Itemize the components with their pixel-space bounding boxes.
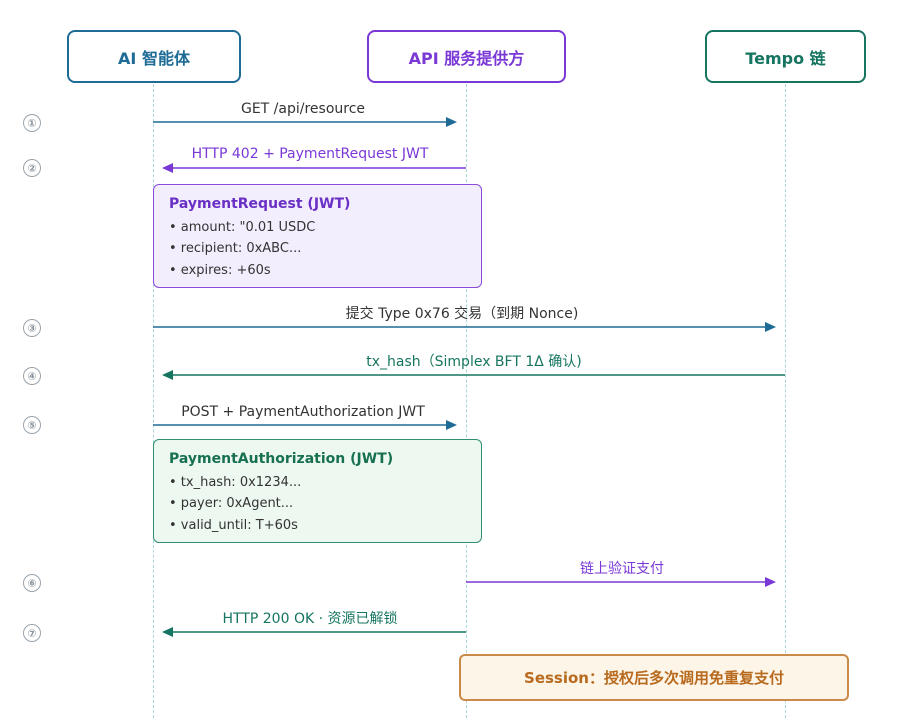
- actor-api-provider-label: API 服务提供方: [408, 48, 525, 68]
- step-number-1: ①: [23, 114, 41, 132]
- step-number-5: ⑤: [23, 416, 41, 434]
- payment-request-title: PaymentRequest (JWT): [169, 196, 351, 212]
- payment-authorization-item-tx-hash: • tx_hash: 0x1234...: [169, 474, 302, 490]
- payment-request-item-recipient: • recipient: 0xABC...: [169, 241, 302, 256]
- step-number-7: ⑦: [23, 624, 41, 642]
- actor-tempo-chain: Tempo 链: [705, 30, 866, 83]
- session-note: Session：授权后多次调用免重复支付: [459, 654, 849, 701]
- lifeline-ai-agent: [153, 84, 154, 718]
- message-label-post-authorization: POST + PaymentAuthorization JWT: [181, 404, 425, 420]
- step-number-3: ③: [23, 319, 41, 337]
- payment-request-item-expires: • expires: +60s: [169, 262, 271, 278]
- payment-request-item-amount: • amount: "0.01 USDC: [169, 219, 316, 235]
- message-label-tx-hash: tx_hash（Simplex BFT 1Δ 确认): [366, 354, 582, 370]
- message-arrow-1: [153, 117, 457, 127]
- message-arrow-4: [162, 370, 785, 380]
- actor-ai-agent-label: AI 智能体: [118, 48, 190, 68]
- payment-request-note: PaymentRequest (JWT) • amount: "0.01 USD…: [153, 184, 482, 288]
- payment-authorization-item-valid-until: • valid_until: T+60s: [169, 517, 298, 533]
- message-arrow-5: [153, 420, 457, 430]
- payment-authorization-note: PaymentAuthorization (JWT) • tx_hash: 0x…: [153, 439, 482, 543]
- message-label-http-200: HTTP 200 OK · 资源已解锁: [222, 611, 398, 627]
- message-arrow-3: [153, 322, 776, 332]
- lifeline-tempo-chain: [785, 84, 786, 718]
- payment-authorization-item-payer: • payer: 0xAgent...: [169, 496, 294, 511]
- payment-authorization-title: PaymentAuthorization (JWT): [169, 451, 394, 467]
- message-label-onchain-verify: 链上验证支付: [580, 561, 664, 577]
- step-number-6: ⑥: [23, 574, 41, 592]
- message-label-http-402: HTTP 402 + PaymentRequest JWT: [191, 146, 429, 162]
- message-arrow-6: [466, 577, 776, 587]
- message-label-submit-tx: 提交 Type 0x76 交易（到期 Nonce): [345, 306, 579, 322]
- message-label-get-resource: GET /api/resource: [240, 101, 366, 117]
- actor-ai-agent: AI 智能体: [67, 30, 241, 83]
- actor-api-provider: API 服务提供方: [367, 30, 566, 83]
- step-number-2: ②: [23, 159, 41, 177]
- lifeline-api-provider: [466, 84, 467, 718]
- session-note-label: Session：授权后多次调用免重复支付: [524, 669, 784, 687]
- step-number-4: ④: [23, 367, 41, 385]
- actor-tempo-chain-label: Tempo 链: [745, 48, 826, 68]
- message-arrow-7: [162, 627, 466, 637]
- message-arrow-2: [162, 163, 466, 173]
